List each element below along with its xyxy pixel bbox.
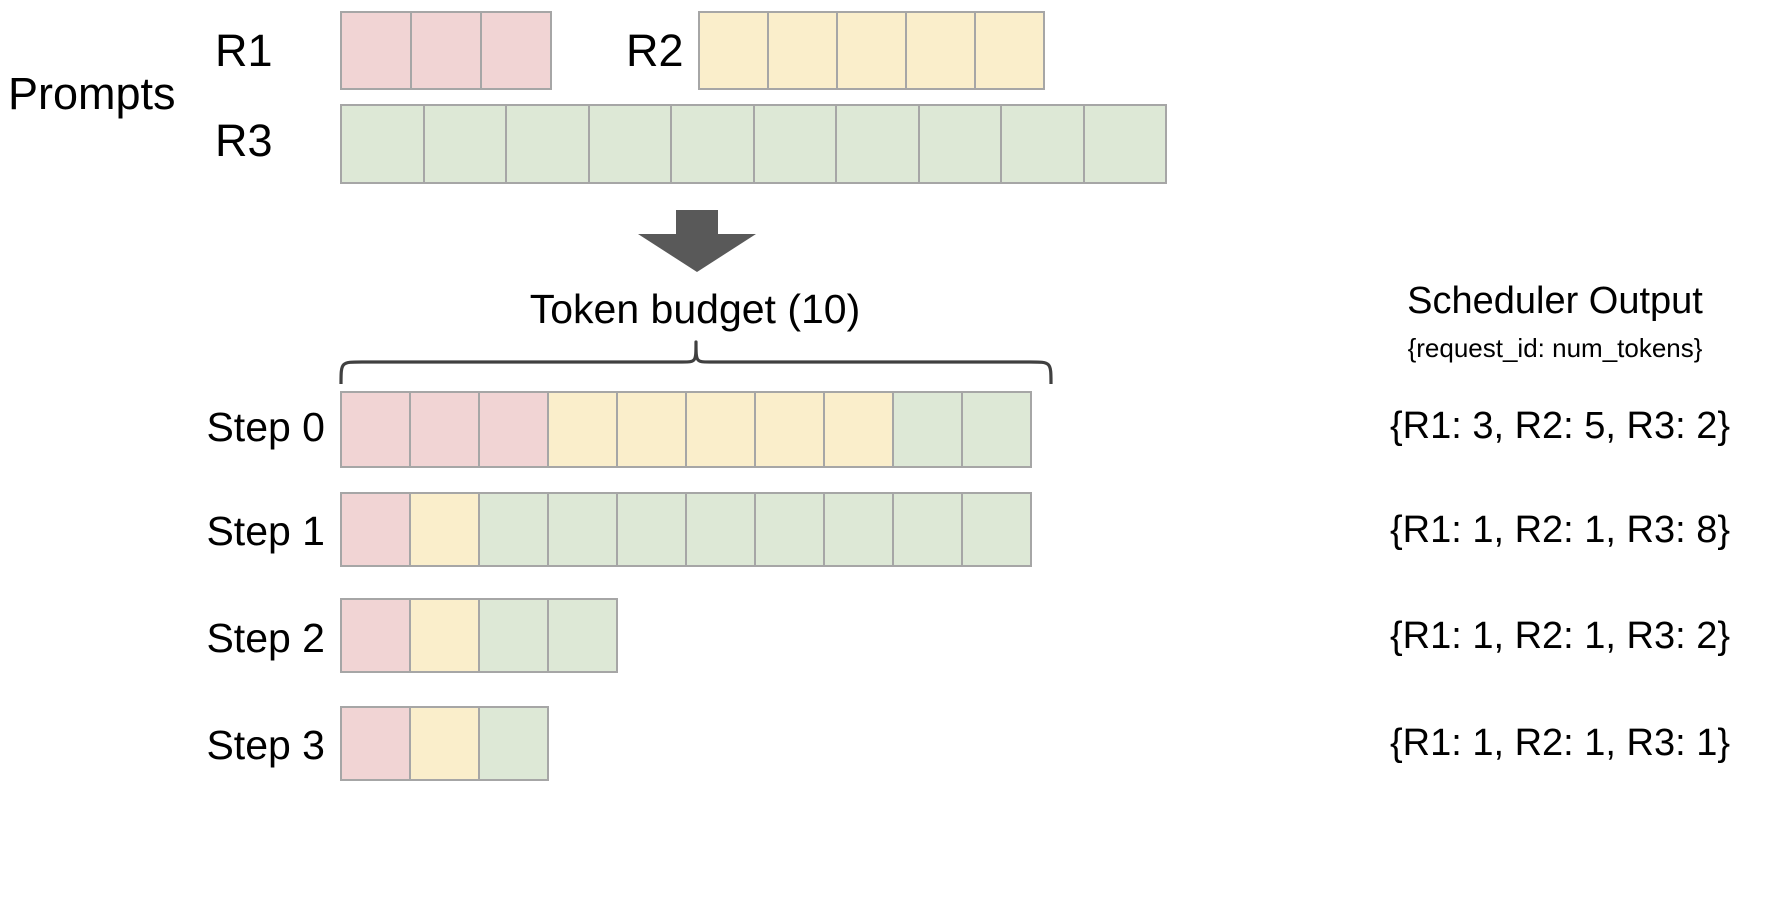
scheduler-output-subtitle: {request_id: num_tokens} [1407,333,1703,363]
token-cell [409,391,480,468]
down-arrow-icon [638,210,756,272]
token-cell [752,104,837,184]
token-cell [961,391,1032,468]
step-token-strip-3 [340,706,549,781]
scheduler-output-title: Scheduler Output [1407,280,1703,322]
prompt-row-label-r1: R1 [215,25,273,76]
step-output-1: {R1: 1, R2: 1, R3: 8} [1389,509,1731,551]
step-label-0: Step 0 [206,404,325,450]
token-cell [685,391,756,468]
token-cell [836,11,907,90]
token-cell [422,104,507,184]
token-cell [754,391,825,468]
token-cell [1000,104,1085,184]
token-cell [767,11,838,90]
token-cell [1082,104,1167,184]
token-cell [340,706,411,781]
step-label-2: Step 2 [206,615,325,661]
token-cell [917,104,1002,184]
token-cell [409,492,480,567]
token-budget-title: Token budget (10) [529,286,861,332]
token-cell [505,104,590,184]
prompt-token-strip-r3 [340,104,1167,184]
prompt-token-strip-r2 [698,11,1045,90]
token-cell [961,492,1032,567]
token-cell [835,104,920,184]
token-cell [974,11,1045,90]
token-cell [340,492,411,567]
token-cell [410,11,482,90]
token-cell [892,391,963,468]
token-cell [340,11,412,90]
token-cell [478,492,549,567]
step-label-1: Step 1 [206,508,325,554]
token-cell [670,104,755,184]
prompt-row-label-r2: R2 [626,25,684,76]
step-label-3: Step 3 [206,722,325,768]
token-cell [478,391,549,468]
prompt-row-label-r3: R3 [215,115,273,166]
token-cell [409,598,480,673]
token-cell [754,492,825,567]
token-cell [685,492,756,567]
token-cell [547,598,618,673]
token-cell [587,104,672,184]
token-cell [698,11,769,90]
step-output-3: {R1: 1, R2: 1, R3: 1} [1389,722,1731,764]
token-cell [340,598,411,673]
token-cell [480,11,552,90]
token-cell [616,391,687,468]
step-token-strip-2 [340,598,618,673]
token-cell [616,492,687,567]
curly-brace-icon [338,340,1054,386]
token-cell [340,391,411,468]
token-cell [478,706,549,781]
step-output-2: {R1: 1, R2: 1, R3: 2} [1389,615,1731,657]
token-cell [409,706,480,781]
token-cell [547,492,618,567]
prompts-group-label: Prompts [8,68,176,119]
token-cell [340,104,425,184]
token-cell [905,11,976,90]
step-token-strip-0 [340,391,1032,468]
token-cell [823,391,894,468]
token-cell [823,492,894,567]
token-cell [892,492,963,567]
prompt-token-strip-r1 [340,11,552,90]
step-token-strip-1 [340,492,1032,567]
token-cell [547,391,618,468]
step-output-0: {R1: 3, R2: 5, R3: 2} [1389,405,1731,447]
token-cell [478,598,549,673]
